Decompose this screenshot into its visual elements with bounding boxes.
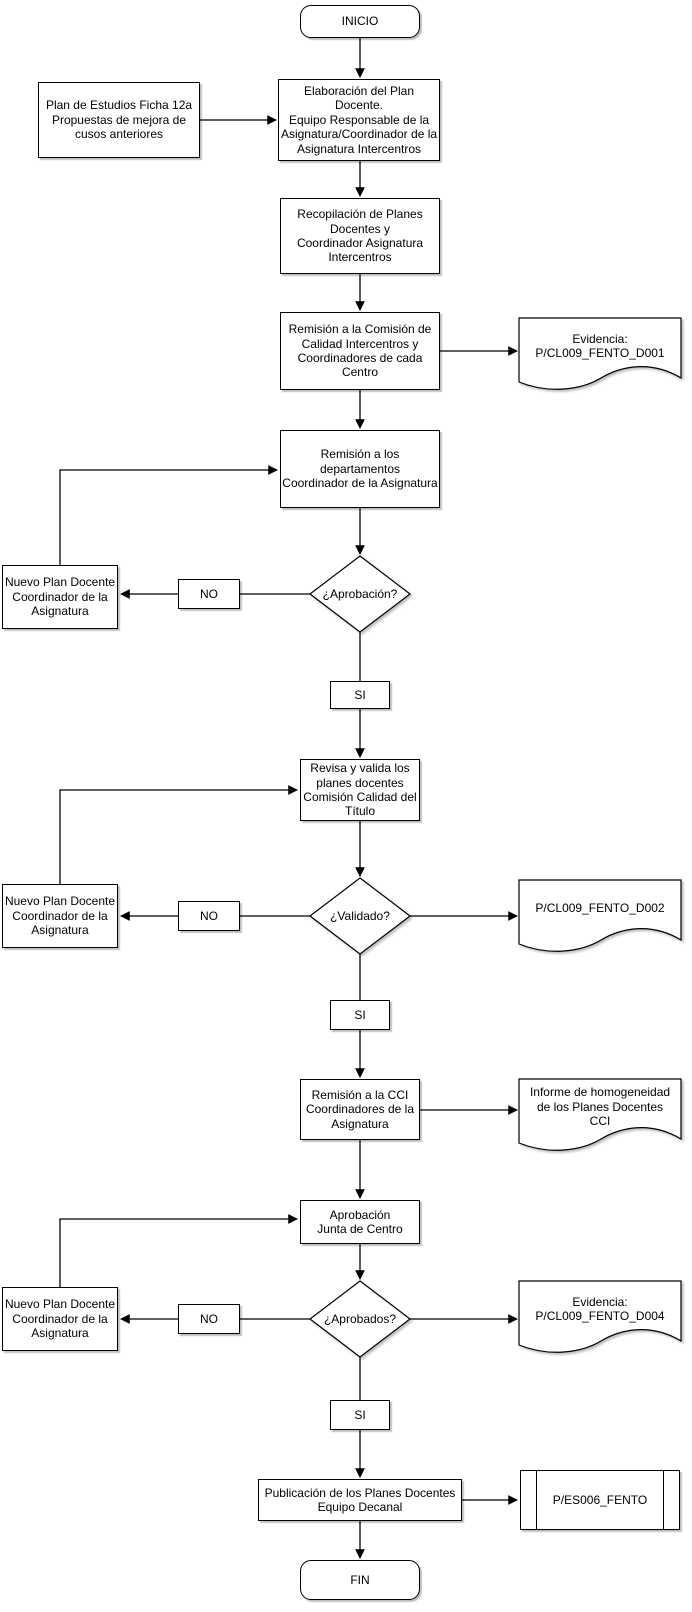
label-no-3-text: NO — [200, 1311, 218, 1326]
decision-aprobacion-label: ¿Aprobación? — [322, 586, 398, 601]
predefined-process-right-bar — [663, 1471, 664, 1529]
process-nuevo-plan-1: Nuevo Plan Docente Coordinador de la Asi… — [2, 565, 118, 629]
label-si-1: SI — [330, 681, 390, 709]
document-evidencia-d001-label: Evidencia: P/CL009_FENTO_D001 — [535, 331, 665, 360]
process-nuevo-plan-2-label: Nuevo Plan Docente Coordinador de la Asi… — [4, 894, 116, 938]
process-remision-departamentos-label: Remisión a los departamentos Coordinador… — [282, 447, 438, 491]
process-elaboracion: Elaboración del Plan Docente. Equipo Res… — [278, 79, 440, 161]
label-si-1-text: SI — [354, 687, 366, 702]
document-shape-d002 — [518, 879, 682, 952]
input-plan-estudios-label: Plan de Estudios Ficha 12a Propuestas de… — [45, 98, 193, 142]
document-shape-evidencia-d004 — [518, 1280, 682, 1353]
process-nuevo-plan-3-label: Nuevo Plan Docente Coordinador de la Asi… — [4, 1297, 116, 1341]
edge-feedback-nuevoplan2-revisa — [59, 785, 298, 884]
process-nuevo-plan-3: Nuevo Plan Docente Coordinador de la Asi… — [2, 1287, 118, 1351]
document-shape-evidencia-d001 — [518, 317, 682, 390]
process-elaboracion-label: Elaboración del Plan Docente. Equipo Res… — [280, 84, 438, 156]
process-nuevo-plan-2: Nuevo Plan Docente Coordinador de la Asi… — [2, 884, 118, 948]
input-plan-estudios: Plan de Estudios Ficha 12a Propuestas de… — [38, 82, 200, 158]
process-revisa-valida-label: Revisa y valida los planes docentes Comi… — [303, 761, 417, 819]
label-no-1-text: NO — [200, 586, 218, 601]
process-recopilacion-label: Recopilación de Planes Docentes y Coordi… — [296, 207, 424, 265]
label-no-2: NO — [178, 901, 240, 931]
edge-feedback-nuevoplan3-junta — [59, 1214, 298, 1287]
decision-validado-label: ¿Validado? — [330, 908, 390, 923]
predefined-process-left-bar — [536, 1471, 537, 1529]
edge-feedback-nuevoplan1-departamentos — [59, 465, 278, 565]
process-remision-cci: Remisión a la CCI Coordinadores de la As… — [300, 1079, 420, 1140]
end-terminator: FIN — [300, 1560, 420, 1600]
process-remision-comision-label: Remisión a la Comisión de Calidad Interc… — [288, 322, 432, 380]
process-aprobacion-junta-label: Aprobación Junta de Centro — [317, 1207, 403, 1236]
process-nuevo-plan-1-label: Nuevo Plan Docente Coordinador de la Asi… — [4, 575, 116, 619]
decision-aprobados-label: ¿Aprobados? — [323, 1311, 397, 1326]
process-remision-departamentos: Remisión a los departamentos Coordinador… — [280, 430, 440, 508]
label-si-2-text: SI — [354, 1007, 366, 1022]
label-no-1: NO — [178, 579, 240, 609]
document-evidencia-d004-label: Evidencia: P/CL009_FENTO_D004 — [535, 1294, 665, 1323]
process-revisa-valida: Revisa y valida los planes docentes Comi… — [300, 759, 420, 821]
label-no-3: NO — [178, 1304, 240, 1334]
process-aprobacion-junta: Aprobación Junta de Centro — [300, 1200, 420, 1244]
label-si-3: SI — [330, 1400, 390, 1430]
label-no-2-text: NO — [200, 908, 218, 923]
predefined-process-es006: P/ES006_FENTO — [520, 1470, 680, 1530]
document-shape-informe — [518, 1078, 682, 1151]
document-informe-label: Informe de homogeneidad de los Planes Do… — [529, 1085, 671, 1129]
document-d002-label: P/CL009_FENTO_D002 — [535, 900, 665, 915]
process-remision-comision: Remisión a la Comisión de Calidad Interc… — [280, 312, 440, 390]
label-si-3-text: SI — [354, 1407, 366, 1422]
process-remision-cci-label: Remisión a la CCI Coordinadores de la As… — [305, 1087, 415, 1131]
process-publicacion-label: Publicación de los Planes Docentes Equip… — [264, 1485, 456, 1514]
process-recopilacion: Recopilación de Planes Docentes y Coordi… — [280, 198, 440, 274]
process-publicacion: Publicación de los Planes Docentes Equip… — [258, 1479, 462, 1521]
end-terminator-label: FIN — [350, 1572, 370, 1587]
start-terminator: INICIO — [300, 5, 420, 38]
start-terminator-label: INICIO — [341, 14, 379, 29]
label-si-2: SI — [330, 1000, 390, 1030]
predefined-process-es006-label: P/ES006_FENTO — [552, 1492, 648, 1507]
